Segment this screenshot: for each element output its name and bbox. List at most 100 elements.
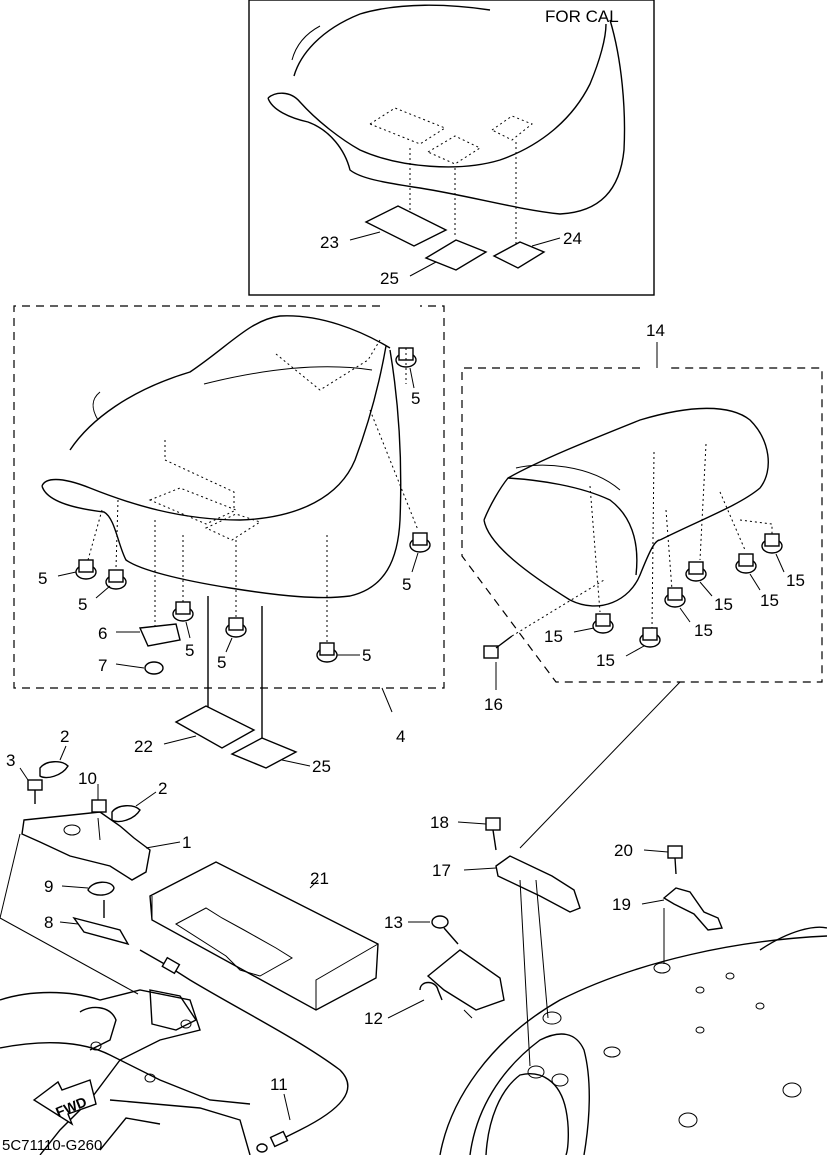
grommet-15-a [761, 533, 783, 554]
label-17: 17 [432, 861, 451, 880]
grommet-5-e [172, 601, 194, 622]
label-3: 3 [6, 751, 15, 770]
label-25: 25 [312, 757, 331, 776]
grommet-15-f [639, 627, 661, 648]
label-25-inset: 25 [380, 269, 399, 288]
grommet-15-d [664, 587, 686, 608]
label-5-c: 5 [38, 569, 47, 588]
passenger-seat-14: 14 15 15 15 15 15 15 [461, 321, 823, 714]
main-seat-front [92, 391, 101, 421]
label-13: 13 [384, 913, 403, 932]
label-2-a: 2 [60, 727, 69, 746]
cable-11-wire [139, 949, 349, 1139]
label-24: 24 [563, 229, 582, 248]
label-7: 7 [98, 656, 107, 675]
seat-decal-spot-22 [148, 487, 238, 525]
label-5-g: 5 [362, 646, 371, 665]
inset-decal-spot-1 [368, 107, 447, 145]
bolt-20: 20 [614, 841, 683, 875]
label-15-d: 15 [694, 621, 713, 640]
decal-22 [174, 705, 256, 749]
hook-8 [72, 916, 130, 946]
label-12: 12 [364, 1009, 383, 1028]
label-5-f: 5 [217, 653, 226, 672]
decal-25-inset [424, 239, 488, 271]
bolt-18: 18 [430, 813, 501, 851]
cover-21: 21 [149, 861, 379, 1011]
seat-bracket-1: 1 2 2 3 10 9 8 [0, 727, 191, 995]
decals-below-seat: 22 25 [134, 596, 331, 776]
label-15-f: 15 [596, 651, 615, 670]
label-23: 23 [320, 233, 339, 252]
grommet-15-e [592, 613, 614, 634]
for-cal-inset: FOR CAL 23 25 24 [248, 0, 655, 296]
bracket-12: 12 [364, 949, 505, 1028]
label-18: 18 [430, 813, 449, 832]
label-15-b: 15 [760, 591, 779, 610]
grommet-15-c [685, 561, 707, 582]
diagram-code: 5C71110-G260 [2, 1137, 102, 1154]
washer-9 [87, 881, 115, 896]
grommet-5-d [105, 569, 127, 590]
grommet-5-b [409, 532, 431, 553]
nut-10 [91, 799, 107, 813]
seat-assembly-4: 4 6 7 5 5 [13, 305, 445, 746]
decal-24 [492, 241, 546, 269]
label-4: 4 [396, 727, 405, 746]
label-15-a: 15 [786, 571, 805, 590]
decal-25 [230, 737, 298, 769]
cover-21-body [149, 861, 379, 1011]
frame-section [0, 989, 251, 1155]
plate-17: 17 [432, 855, 581, 913]
label-11: 11 [270, 1075, 288, 1094]
grommet-5-g [316, 642, 338, 663]
label-5-a: 5 [411, 389, 420, 408]
label-5-b: 5 [402, 575, 411, 594]
label-22: 22 [134, 737, 153, 756]
seat-decal-spot-25 [204, 513, 262, 541]
label-19: 19 [612, 895, 631, 914]
inset-frame [248, 0, 655, 296]
inset-seat-outline [267, 4, 626, 215]
pad-2-b [111, 805, 141, 823]
label-20: 20 [614, 841, 633, 860]
label-5-e: 5 [185, 641, 194, 660]
bolt-7 [144, 661, 164, 675]
bolt-3 [27, 779, 43, 804]
bracket-6 [138, 623, 181, 647]
inset-decal-spot-3 [491, 115, 533, 141]
main-seat-outline [41, 315, 402, 599]
grommet-5-f [225, 617, 247, 638]
label-21: 21 [310, 869, 329, 888]
label-15-e: 15 [544, 627, 563, 646]
label-8: 8 [44, 913, 53, 932]
rear-fender [439, 926, 827, 1155]
inset-seat-crease [291, 25, 321, 61]
grommet-15-b [735, 553, 757, 574]
label-2-b: 2 [158, 779, 167, 798]
label-16: 16 [484, 695, 503, 714]
passenger-seat-outline [483, 407, 769, 607]
bolt-13: 13 [384, 913, 459, 945]
label-6: 6 [98, 624, 107, 643]
label-1: 1 [182, 833, 191, 852]
label-15-c: 15 [714, 595, 733, 614]
grommet-5-c [75, 559, 97, 580]
inset-decal-spot-2 [426, 135, 482, 165]
passenger-seat-edge [515, 464, 621, 491]
cable-11: 11 [139, 949, 349, 1153]
label-5-d: 5 [78, 595, 87, 614]
pad-2-a [39, 761, 69, 779]
hook-19: 19 [612, 887, 723, 931]
bolt-16 [483, 635, 513, 659]
passenger-seat-boundary [461, 367, 823, 683]
main-seat-crease [203, 366, 373, 385]
label-9: 9 [44, 877, 53, 896]
label-10: 10 [78, 769, 97, 788]
fwd-arrow-icon: FWD [32, 1079, 97, 1126]
inset-title: FOR CAL [545, 7, 619, 26]
decal-23 [364, 205, 448, 247]
bracket-plate-1 [21, 811, 151, 881]
label-14: 14 [646, 321, 665, 340]
